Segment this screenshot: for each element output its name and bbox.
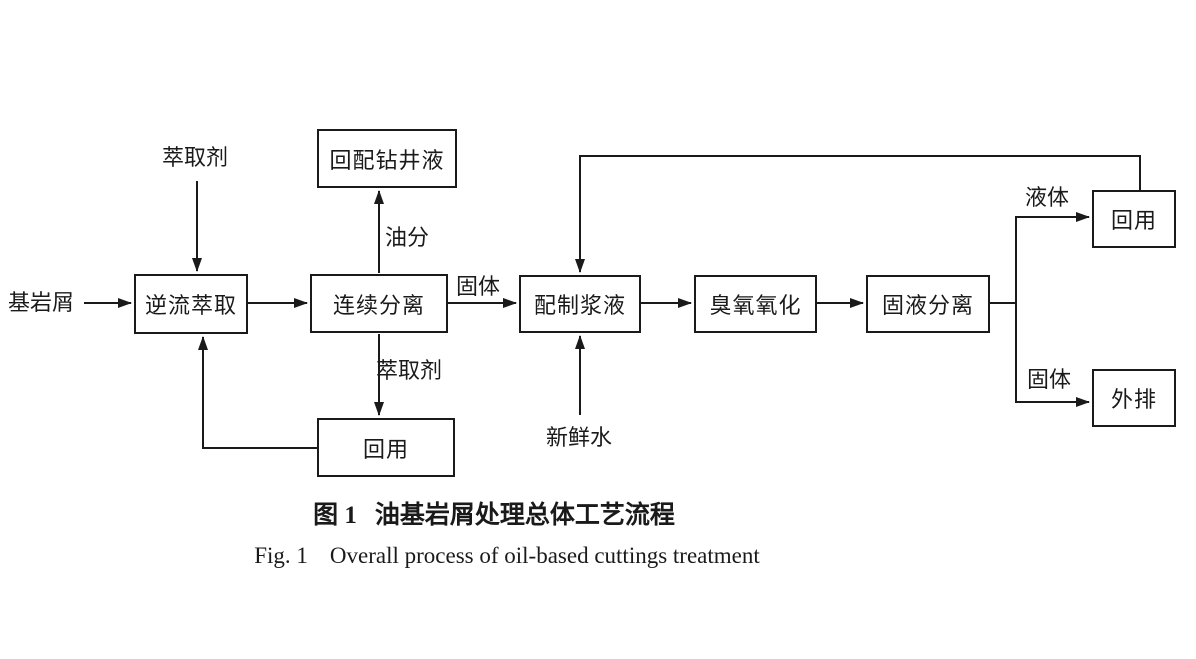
box-reuse-extractant: 回用 [317, 418, 455, 477]
label-solid-stream: 固体 [456, 274, 501, 299]
label-liquid-stream: 液体 [1025, 185, 1070, 210]
box-countercurrent-extraction: 逆流萃取 [134, 274, 248, 334]
box-discharge: 外排 [1092, 369, 1176, 427]
figure-caption-zh: 图 1 油基岩屑处理总体工艺流程 [313, 495, 675, 531]
figure-caption-zh-number: 图 1 [313, 502, 357, 529]
box-continuous-separation: 连续分离 [310, 274, 448, 333]
box-slurry-preparation: 配制浆液 [519, 275, 641, 333]
label-base-cuttings-input: 基岩屑 [8, 290, 75, 315]
box-reuse-liquid: 回用 [1092, 190, 1176, 248]
label-extractant-recycle: 萃取剂 [376, 358, 443, 383]
figure-caption-en-number: Fig. 1 [254, 543, 308, 568]
box-drilling-fluid-reblend: 回配钻井液 [317, 129, 457, 188]
figure-caption-en-title: Overall process of oil-based cuttings tr… [329, 543, 760, 568]
label-oil-fraction: 油分 [385, 225, 430, 250]
figure-caption-zh-title: 油基岩屑处理总体工艺流程 [374, 502, 675, 529]
label-solid-out-stream: 固体 [1027, 367, 1072, 392]
box-solid-liquid-separation: 固液分离 [866, 275, 990, 333]
label-fresh-water: 新鲜水 [546, 425, 613, 450]
figure-caption-en: Fig. 1 Overall process of oil-based cutti… [254, 543, 760, 569]
arrow-reuse-return-to-extraction [198, 336, 317, 449]
arrow-reuse-recycle-to-slurry [575, 155, 1141, 273]
label-extractant-feed: 萃取剂 [162, 145, 229, 170]
box-ozone-oxidation: 臭氧氧化 [694, 275, 817, 333]
